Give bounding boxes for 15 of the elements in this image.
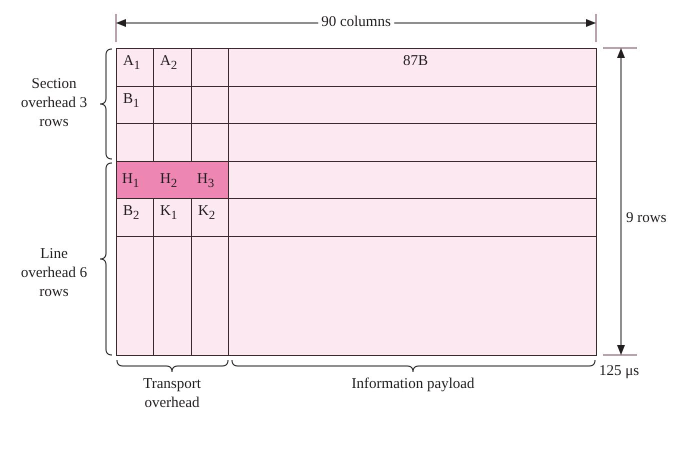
table-cell: K$_{2}$	[191, 198, 229, 237]
brace-label: Line overhead 6 rows	[20, 245, 88, 302]
table-cell: K$_{1}$	[153, 198, 192, 237]
table-cell: B$_{2}$	[116, 198, 154, 237]
table-cell-text: H$_{2}$	[160, 170, 178, 192]
brace-label: Transport overhead	[142, 375, 202, 413]
table-cell: A$_{2}$	[153, 48, 192, 87]
table-cell: A$_{1}$	[116, 48, 154, 87]
time-label: 125 μs	[599, 362, 640, 381]
brace-label: Information payload	[352, 375, 474, 394]
table-cell: 87B	[228, 48, 597, 87]
table-cell: B$_{1}$	[116, 86, 154, 124]
table-cell-text: H$_{3}$	[197, 170, 214, 192]
table-cell-text: H$_{1}$	[122, 170, 140, 192]
brace-label: Section overhead 3 rows	[20, 75, 88, 132]
